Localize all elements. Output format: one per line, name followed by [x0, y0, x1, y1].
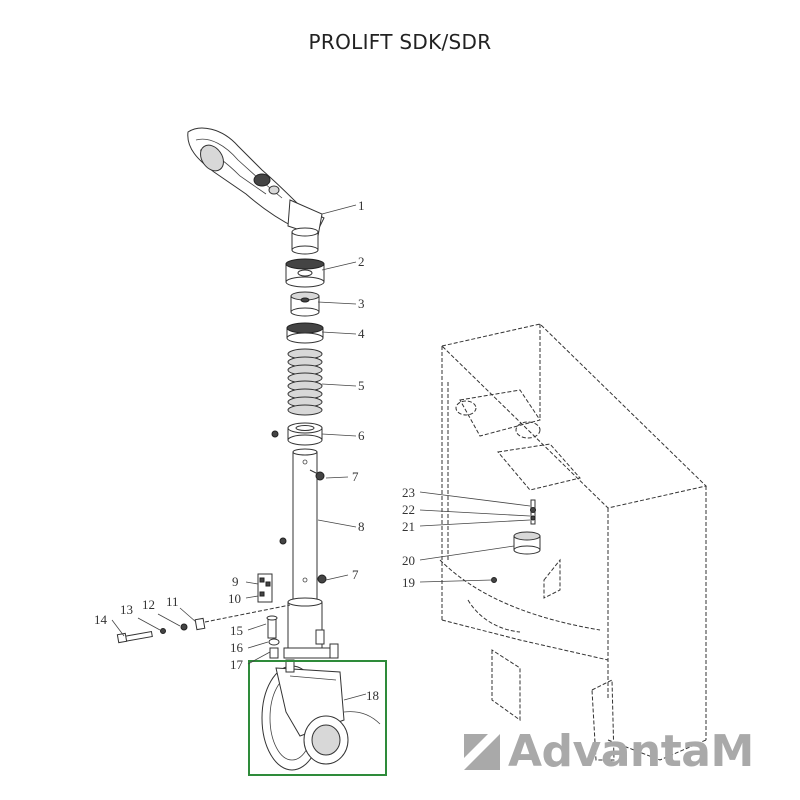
page-title: PROLIFT SDK/SDR [308, 30, 492, 54]
label-part-9: 9 [232, 574, 239, 589]
label-part-4: 4 [358, 326, 365, 341]
label-part-16: 16 [230, 640, 244, 655]
bolt-17 [269, 629, 339, 659]
clamp-9-10 [257, 573, 273, 603]
bearing-4 [286, 322, 324, 344]
label-part-3: 3 [358, 296, 365, 311]
leader-lines [111, 204, 531, 701]
label-part-18: 18 [366, 688, 379, 703]
label-part-23: 23 [402, 485, 415, 500]
bearing-20 [513, 531, 541, 555]
bolt-assembly [116, 604, 291, 644]
label-part-15: 15 [230, 623, 243, 638]
screw-7-bottom [317, 574, 327, 584]
label-part-22: 22 [402, 502, 415, 517]
label-part-17: 17 [230, 657, 244, 672]
washer-16 [268, 638, 280, 646]
steering-shaft-8 [283, 448, 335, 659]
label-part-5: 5 [358, 378, 365, 393]
label-part-12: 12 [142, 597, 155, 612]
pin-15 [266, 615, 278, 639]
label-part-8: 8 [358, 519, 365, 534]
label-part-13: 13 [120, 602, 133, 617]
advantam-logo-icon [464, 733, 500, 770]
label-part-19: 19 [402, 575, 415, 590]
advantam-watermark: AdvantaM [462, 726, 754, 777]
screw-7-top [309, 469, 325, 481]
label-part-11: 11 [166, 594, 179, 609]
label-part-2: 2 [358, 254, 365, 269]
tiller-handle [187, 127, 325, 255]
label-part-14: 14 [94, 612, 108, 627]
screw-left-bottom [279, 537, 287, 545]
screw-left-top [271, 430, 279, 438]
bushing-3 [290, 291, 320, 317]
label-part-10: 10 [228, 591, 241, 606]
bearing-ring-2 [285, 258, 325, 288]
label-part-7-top: 7 [352, 469, 359, 484]
label-part-7-bottom: 7 [352, 567, 359, 582]
watermark-text: AdvantaM [508, 726, 754, 777]
label-part-6: 6 [358, 428, 365, 443]
screw-19 [491, 577, 497, 583]
spring-5 [287, 348, 323, 416]
drive-wheel-18 [261, 659, 381, 771]
label-part-1: 1 [358, 198, 365, 213]
chassis-frame [439, 323, 708, 761]
label-part-21: 21 [402, 519, 415, 534]
collar-6 [287, 422, 323, 446]
stud-21-23 [530, 499, 536, 525]
label-part-20: 20 [402, 553, 415, 568]
highlight-box [248, 660, 387, 776]
